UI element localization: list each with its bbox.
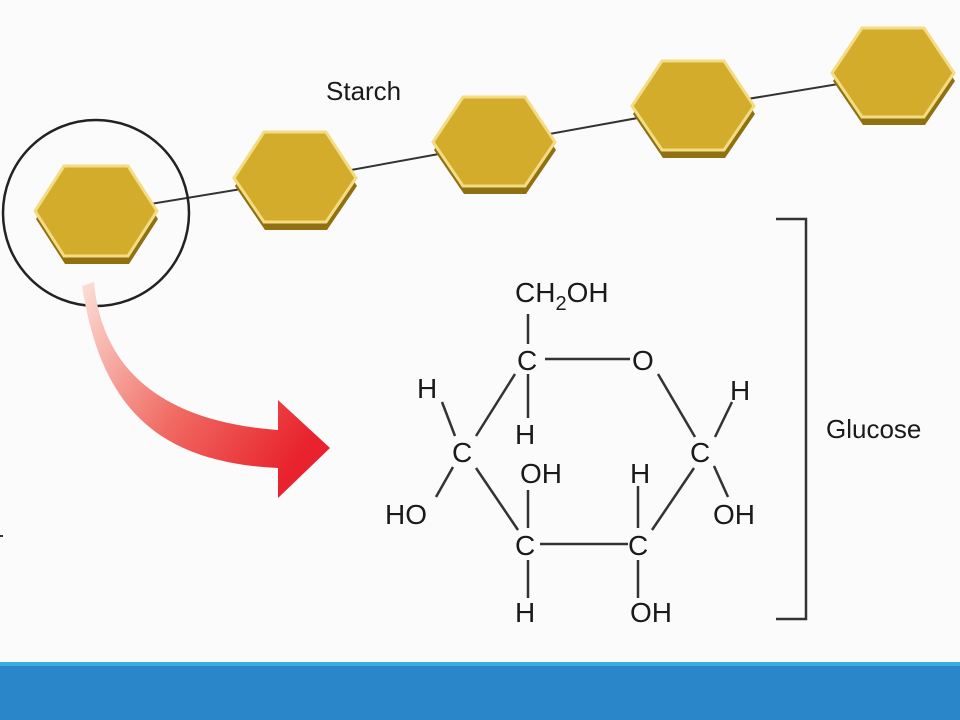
hydrogen-c1: H xyxy=(730,375,750,406)
hydrogen-c5-left: H xyxy=(417,373,437,404)
hydroxyl-c4: HO xyxy=(385,499,427,530)
curved-arrow xyxy=(82,282,330,498)
glucose-bonds xyxy=(434,314,734,598)
hydroxyl-c3: OH xyxy=(520,458,562,489)
carbon-4: C xyxy=(452,437,472,468)
starch-hexagon xyxy=(431,95,557,194)
footer-bar xyxy=(0,662,960,720)
ring-oxygen: O xyxy=(632,345,654,376)
carbon-2: C xyxy=(628,530,648,561)
carbon-3: C xyxy=(515,530,535,561)
carbon-1: C xyxy=(690,437,710,468)
hydroxyl-c2: OH xyxy=(630,597,672,628)
starch-hexagon xyxy=(232,130,358,230)
hydroxyl-c1: OH xyxy=(713,499,755,530)
starch-label: Starch xyxy=(326,76,401,106)
glucose-bracket xyxy=(776,217,808,621)
carbon-5: C xyxy=(517,345,537,376)
hydrogen-c4-top: H xyxy=(515,419,535,450)
ch2oh-label: CH2OH xyxy=(515,277,609,315)
hydrogen-c2: H xyxy=(630,458,650,489)
hydrogen-c3: H xyxy=(515,597,535,628)
starch-hexagon xyxy=(630,59,756,158)
starch-hexagon xyxy=(830,26,956,125)
starch-hexagon xyxy=(33,164,159,264)
glucose-label: Glucose xyxy=(826,414,921,444)
